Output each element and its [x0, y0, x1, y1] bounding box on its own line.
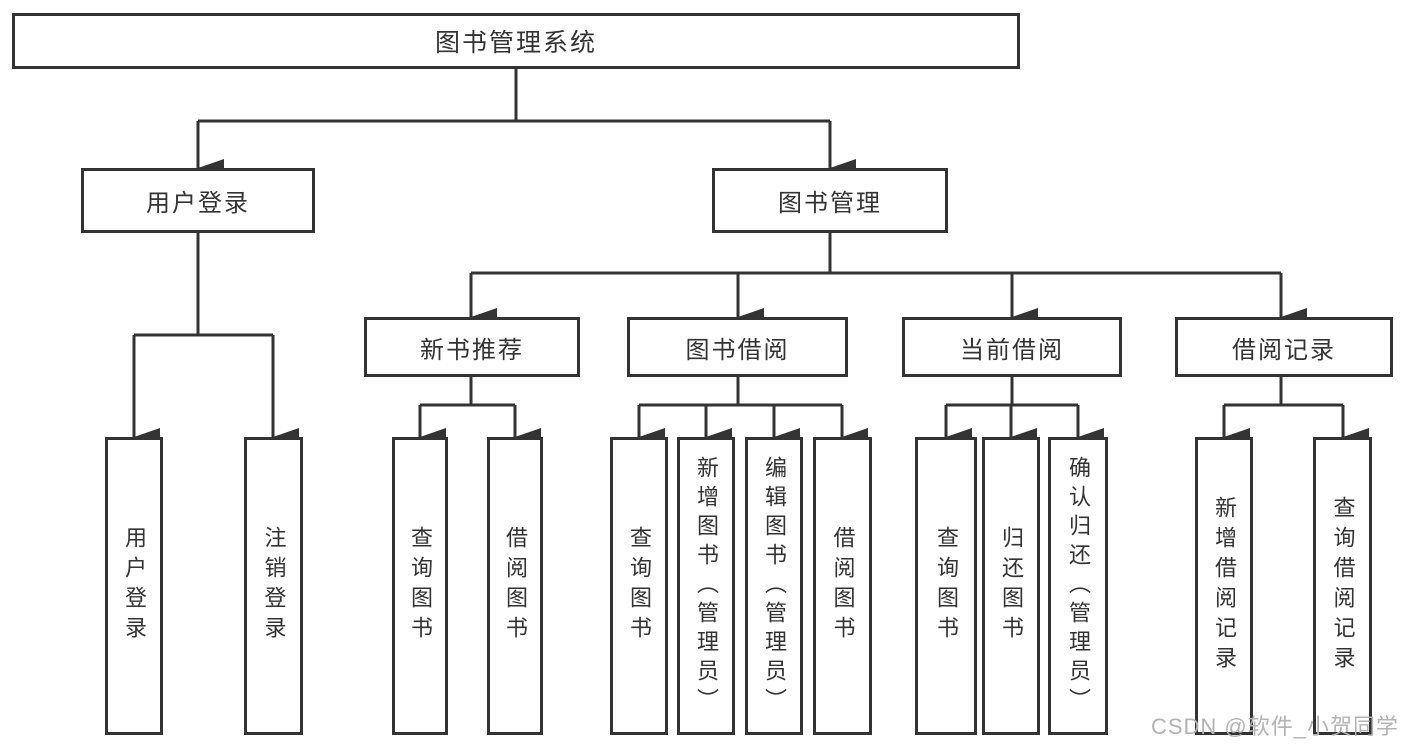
node-borrowing-records-label: 借阅记录 — [1232, 336, 1336, 364]
leaf-query-books-label: 查询图书 — [627, 526, 652, 646]
leaf-borrow-books: 借阅图书 — [487, 437, 543, 735]
node-current-borrowing-label: 当前借阅 — [960, 336, 1064, 364]
node-book-management-label: 图书管理 — [778, 190, 882, 217]
leaf-confirm-return-admin-label: 确认归还（管理员） — [1066, 455, 1091, 717]
node-new-book-recommendation: 新书推荐 — [364, 317, 580, 377]
leaf-borrow-books: 借阅图书 — [813, 437, 872, 735]
leaf-query-books: 查询图书 — [392, 437, 448, 735]
leaf-query-books-label: 查询图书 — [408, 526, 433, 646]
leaf-query-borrow-record-label: 查询借阅记录 — [1330, 496, 1356, 676]
leaf-logout: 注销登录 — [244, 437, 303, 735]
leaf-borrow-books-label: 借阅图书 — [830, 526, 856, 646]
node-borrowing-records: 借阅记录 — [1175, 317, 1393, 377]
leaf-query-borrow-record: 查询借阅记录 — [1313, 437, 1372, 735]
node-user-login: 用户登录 — [81, 168, 315, 233]
node-library-system-label: 图书管理系统 — [434, 29, 597, 57]
leaf-user-login: 用户登录 — [105, 437, 163, 735]
leaf-logout-label: 注销登录 — [261, 526, 287, 646]
node-library-system: 图书管理系统 — [12, 13, 1020, 69]
watermark: CSDN @软件_小贺同学 — [1150, 714, 1399, 739]
node-book-management: 图书管理 — [712, 168, 948, 233]
node-new-book-recommendation-label: 新书推荐 — [420, 336, 524, 364]
node-user-login-label: 用户登录 — [146, 190, 250, 217]
leaf-confirm-return-admin: 确认归还（管理员） — [1048, 437, 1108, 735]
leaf-return-books: 归还图书 — [982, 437, 1040, 735]
node-book-borrowing-label: 图书借阅 — [685, 336, 790, 364]
leaf-query-books: 查询图书 — [915, 437, 977, 735]
node-current-borrowing: 当前借阅 — [902, 317, 1122, 377]
leaf-add-borrow-record-label: 新增借阅记录 — [1212, 496, 1237, 676]
leaf-borrow-books-label: 借阅图书 — [503, 526, 528, 646]
node-book-borrowing: 图书借阅 — [627, 317, 848, 377]
leaf-add-book-admin-label: 新增图书（管理员） — [694, 455, 719, 717]
leaf-add-borrow-record: 新增借阅记录 — [1195, 437, 1253, 735]
leaf-query-books-label: 查询图书 — [934, 526, 959, 646]
leaf-edit-book-admin-label: 编辑图书（管理员） — [762, 455, 787, 717]
leaf-query-books: 查询图书 — [610, 437, 668, 735]
leaf-edit-book-admin: 编辑图书（管理员） — [745, 437, 803, 735]
leaf-user-login-label: 用户登录 — [122, 526, 147, 646]
leaf-add-book-admin: 新增图书（管理员） — [677, 437, 735, 735]
leaf-return-books-label: 归还图书 — [999, 526, 1024, 646]
